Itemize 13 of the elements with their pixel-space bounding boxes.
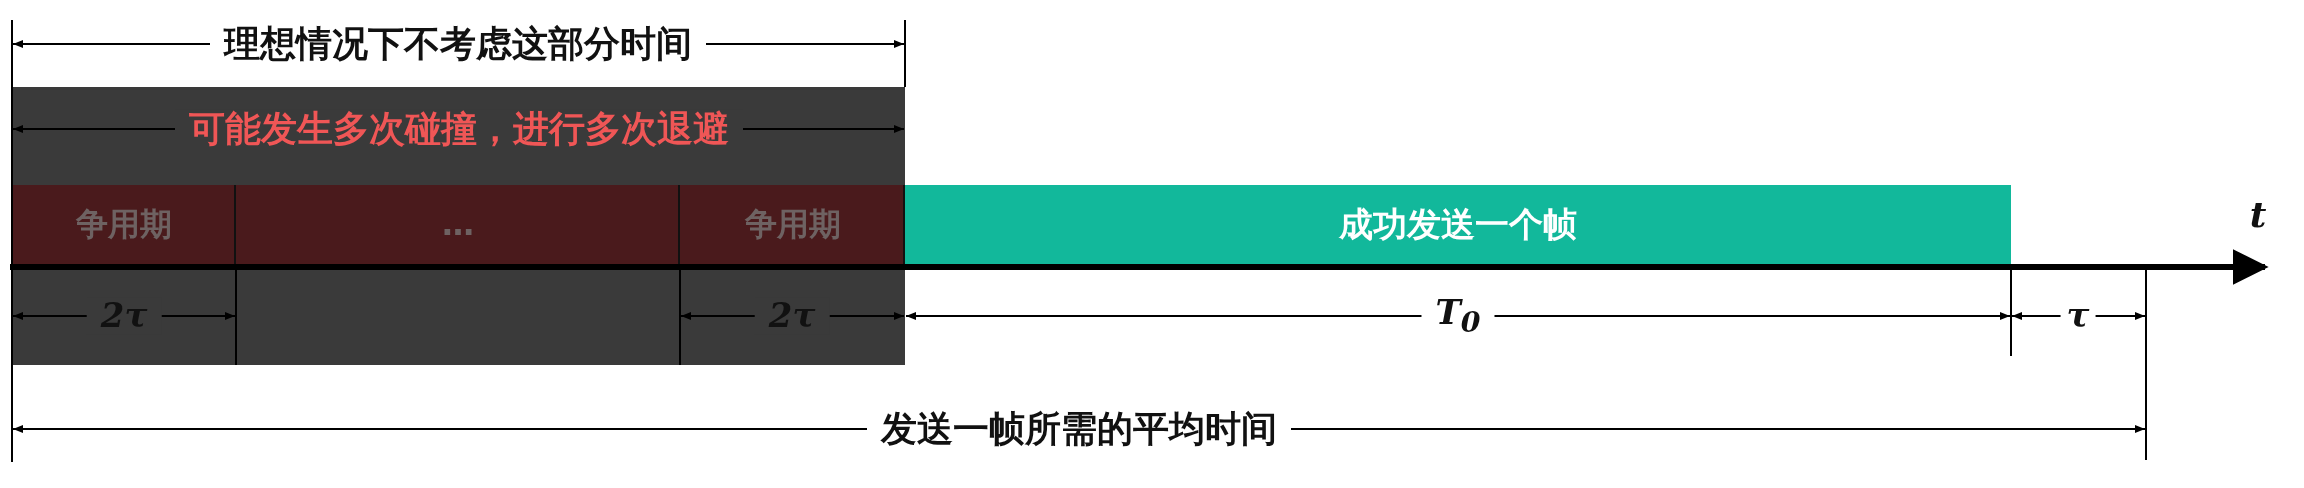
band-heading: 可能发生多次碰撞，进行多次退避: [174, 109, 743, 149]
bar-label: 争用期: [75, 206, 173, 243]
frame-transmission-bar: [905, 185, 2011, 264]
axis-label: t: [2248, 195, 2268, 235]
contention-period-bar: [680, 185, 905, 264]
ellipsis: …: [441, 206, 475, 243]
ellipsis-bar: [236, 185, 680, 264]
dimension-label: 发送一帧所需的平均时间: [867, 409, 1291, 449]
bar-label: 争用期: [743, 206, 842, 243]
bar-label: 成功发送一个帧: [1338, 205, 1578, 244]
overlay-band: [12, 87, 905, 365]
dimension-label: 理想情况下不考虑这部分时间: [210, 24, 706, 64]
contention-period-bar: [12, 185, 236, 264]
